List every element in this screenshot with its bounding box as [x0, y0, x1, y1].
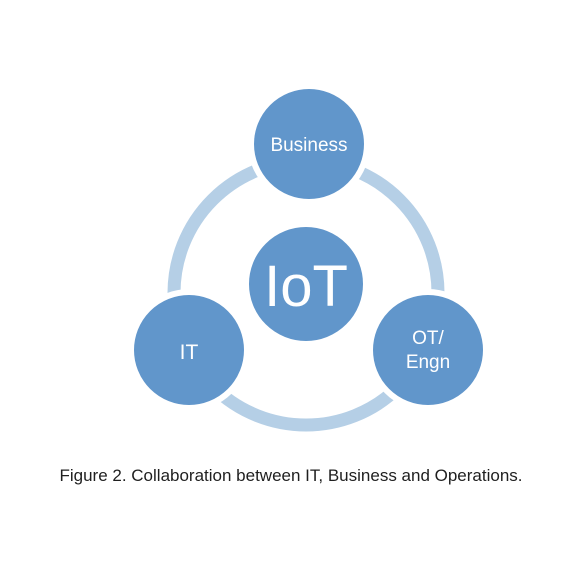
- node-ot-engn: OT/ Engn: [367, 289, 489, 411]
- node-it-label: IT: [180, 341, 199, 364]
- node-ot-label-line2: Engn: [406, 352, 450, 373]
- figure-caption: Figure 2. Collaboration between IT, Busi…: [59, 466, 523, 485]
- node-ot-label-line1: OT/: [412, 328, 444, 349]
- center-node-iot: IoT: [243, 221, 369, 347]
- node-it: IT: [128, 289, 250, 411]
- node-business-label: Business: [270, 135, 347, 156]
- node-business: Business: [248, 83, 370, 205]
- center-node-label: IoT: [264, 254, 348, 319]
